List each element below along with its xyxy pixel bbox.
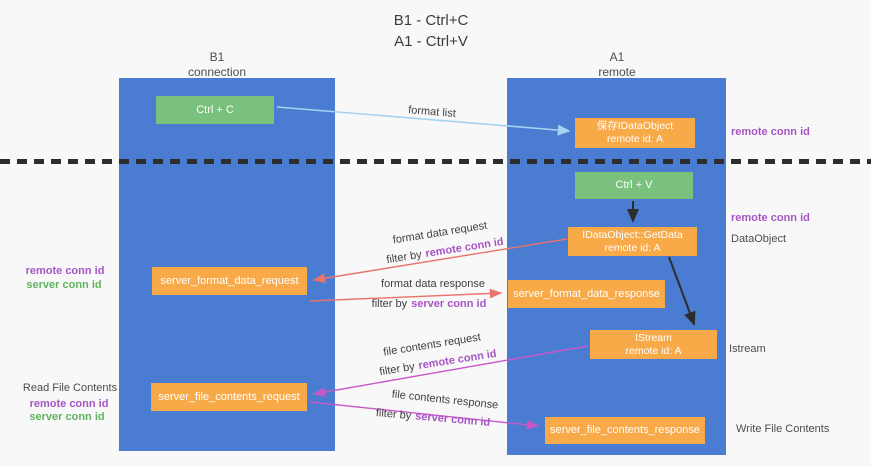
node-server-format-data-request: server_format_data_request (152, 267, 307, 295)
edge-label-format-list: format list (407, 104, 457, 120)
title-line-2: A1 - Ctrl+V (394, 33, 468, 50)
filter-server-conn-id-2: server conn id (414, 410, 491, 429)
annotation-right-remote-conn-id-2: remote conn id (731, 212, 810, 224)
annotation-dataobject: DataObject (731, 233, 787, 245)
title-line-1: B1 - Ctrl+C (393, 12, 469, 29)
node-server-format-data-response-label: server_format_data_response (513, 287, 660, 300)
node-server-file-contents-request-label: server_file_contents_request (158, 390, 300, 403)
annotation-istream: Istream (729, 343, 766, 355)
filter-by-text-2: filter by (371, 298, 408, 310)
annotation-left-server-conn-id-1: server conn id (26, 279, 102, 291)
left-column-subtitle: connection (187, 65, 247, 79)
node-server-file-contents-response: server_file_contents_response (545, 417, 705, 444)
node-save-idataobject-line1: 保存IDataObject (596, 120, 674, 132)
annotation-left-remote-conn-id-2: remote conn id (29, 398, 109, 410)
node-ctrl-v: Ctrl + V (575, 172, 693, 199)
node-idataobject-getdata-line1: IDataObject::GetData (582, 228, 683, 241)
node-server-file-contents-request: server_file_contents_request (151, 383, 307, 411)
filter-by-text-1: filter by (385, 248, 423, 267)
right-column-subtitle: remote (598, 65, 636, 79)
node-server-file-contents-response-label: server_file_contents_response (550, 424, 700, 436)
annotation-left-remote-conn-id-1: remote conn id (25, 265, 105, 277)
filter-server-conn-id-1: server conn id (411, 298, 487, 310)
session-divider-dashed-line (0, 159, 871, 164)
filter-by-text-4: filter by (375, 407, 412, 423)
node-ctrl-c: Ctrl + C (156, 96, 274, 124)
right-column-header: A1 remote (598, 50, 635, 80)
node-server-format-data-response: server_format_data_response (508, 280, 665, 308)
left-column-name: B1 (209, 50, 225, 64)
annotation-left-server-conn-id-2: server conn id (29, 411, 105, 423)
right-column-name: A1 (609, 50, 625, 64)
edge-label-file-contents-response: file contents response (391, 388, 499, 412)
node-istream: IStream remote id: A (590, 330, 717, 359)
left-column-header: B1 connection (188, 50, 246, 80)
node-idataobject-getdata: IDataObject::GetData remote id: A (568, 227, 697, 256)
node-ctrl-c-label: Ctrl + C (196, 103, 234, 116)
node-istream-line1: IStream (635, 331, 672, 344)
annotation-right-remote-conn-id-1: remote conn id (731, 126, 810, 138)
node-save-idataobject-line2: remote id: A (606, 133, 664, 145)
annotation-read-file-contents: Read File Contents (22, 382, 118, 394)
node-ctrl-v-label: Ctrl + V (615, 179, 653, 191)
diagram-title: B1 - Ctrl+C A1 - Ctrl+V (394, 10, 469, 52)
node-save-idataobject: 保存IDataObject remote id: A (575, 118, 695, 148)
edge-label-format-data-response: format data response (381, 278, 485, 290)
node-istream-line2: remote id: A (625, 344, 682, 357)
node-idataobject-getdata-line2: remote id: A (604, 241, 661, 254)
annotation-write-file-contents: Write File Contents (736, 423, 830, 435)
filter-by-text-3: filter by (378, 360, 416, 379)
node-server-format-data-request-label: server_format_data_request (160, 274, 299, 287)
